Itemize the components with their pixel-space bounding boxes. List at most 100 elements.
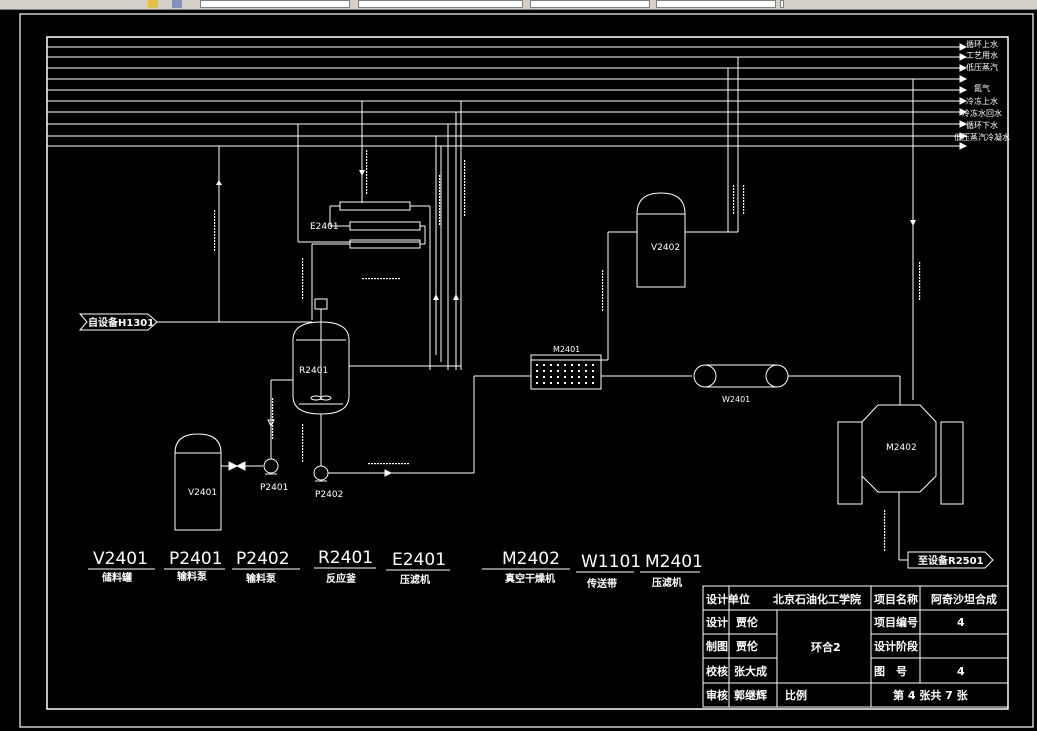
pipe-annotation-mark [272,410,274,412]
toolbar-yellow-icon[interactable] [148,0,158,8]
utility-label-3: 低压蒸汽 [966,62,998,72]
pipe-annotation-mark [884,516,886,518]
pipe-annotation-mark [439,187,441,189]
design-unit-label: 设计单位 [706,592,750,606]
pipe-annotation-mark [743,212,745,214]
project-name-label: 项目名称 [874,592,918,606]
p2402-tag: P2402 [315,490,343,500]
pipe-annotation-mark [884,513,886,515]
tank-v2402[interactable] [636,192,738,288]
destination-flag[interactable] [907,551,994,569]
pipe-annotation-mark [733,185,735,187]
press-plate-dot [536,382,538,384]
toolbar-field-5[interactable] [780,0,784,8]
source-flag[interactable] [78,313,158,331]
pipe-annotation-mark [464,214,466,216]
sheet-value: 4 [957,665,965,678]
pipe-annotation-mark [733,191,735,193]
pipe-annotation-mark [602,309,604,311]
pipe-annotation-mark [602,291,604,293]
pipe-annotation-mark [366,177,368,179]
pipe-annotation-mark [377,278,379,280]
pump-p2402[interactable] [313,375,531,482]
pipe-annotation-mark [272,413,274,415]
pipe-annotation-mark [919,265,921,267]
pipe-annotation-mark [919,283,921,285]
pipe-annotation-mark [439,214,441,216]
pump-p2401[interactable] [228,379,293,475]
toolbar [0,0,1037,10]
pipe-annotation-mark [884,540,886,542]
pipe-annotation-mark [439,205,441,207]
pipe-annotation-mark [919,274,921,276]
inner-border [46,36,1009,710]
pipe-annotation-mark [919,277,921,279]
pipe-annotation-mark [366,156,368,158]
pipe-annotation-mark [439,196,441,198]
pipe-annotation-mark [733,197,735,199]
press-plate-dot [557,364,559,366]
pipe-annotation-mark [439,223,441,225]
legend-item: R2401 反应釜 [314,548,376,585]
pipe-annotation-mark [380,463,382,465]
pipe-annotation-mark [302,261,304,263]
pipe-annotation-mark [371,278,373,280]
utility-label-4: 氮气 [974,83,990,93]
pipe-annotation-mark [214,225,216,227]
pipe-annotation-mark [368,278,370,280]
pipe-annotation-mark [464,175,466,177]
pipe-annotation-mark [464,202,466,204]
pipe-annotation-mark [919,262,921,264]
pipe-annotation-mark [439,208,441,210]
utility-label-7: 循环下水 [966,120,998,130]
pipe-annotation-mark [386,463,388,465]
toolbar-field-3[interactable] [530,0,650,8]
condenser-e2401[interactable] [311,201,431,370]
pipe-annotation-mark [398,278,400,280]
toolbar-field-1[interactable] [200,0,350,8]
press-plate-dot [557,382,559,384]
press-plate-dot [536,364,538,366]
pipe-annotation-mark [214,246,216,248]
pipe-annotation-mark [392,463,394,465]
pipe-annotation-mark [272,416,274,418]
press-plate-dot [543,364,545,366]
pipe-annotation-mark [302,294,304,296]
toolbar-field-4[interactable] [656,0,776,8]
pipe-annotation-mark [439,202,441,204]
pipe-annotation-mark [919,295,921,297]
pipe-annotation-mark [439,175,441,177]
pipe-annotation-mark [302,291,304,293]
pipe-annotation-mark [302,442,304,444]
reactor-r2401[interactable] [156,298,461,466]
toolbar-blue-icon[interactable] [172,0,182,8]
pipe-annotation-mark [302,424,304,426]
pipe-annotation-mark [302,448,304,450]
pipe-annotation-mark [395,463,397,465]
press-plate-dot [564,364,566,366]
pipe-annotation-mark [464,187,466,189]
scale-label: 比例 [785,688,807,702]
pipe-annotation-mark [464,178,466,180]
pipe-annotation-mark [602,288,604,290]
pipe-annotation-mark [366,150,368,152]
pipe-annotation-mark [302,457,304,459]
filter-press-m2401[interactable] [530,231,692,390]
pipe-annotation-mark [733,212,735,214]
dryer-m2402[interactable] [837,404,964,561]
tank-v2401[interactable] [174,433,263,531]
pipe-annotation-mark [439,211,441,213]
toolbar-field-2[interactable] [358,0,523,8]
pipe-annotation-mark [366,153,368,155]
conveyor-w2401[interactable] [693,364,901,405]
legend-code: M2402 [502,549,560,569]
legend-item: W1101 传送带 [576,552,641,590]
pipe-annotation-mark [884,528,886,530]
pipe-annotation-mark [602,276,604,278]
legend-code: V2401 [93,549,148,569]
pipe-annotation-mark [302,282,304,284]
cad-drawing-canvas[interactable]: 循环上水 工艺用水 低压蒸汽 氮气 冷冻上水 冷冻水回水 循环下水 低压蒸汽冷凝… [0,9,1037,731]
utility-label-2: 工艺用水 [966,50,998,60]
pipe-annotation-mark [214,210,216,212]
utility-label-8: 低压蒸汽冷凝水 [954,132,1010,142]
